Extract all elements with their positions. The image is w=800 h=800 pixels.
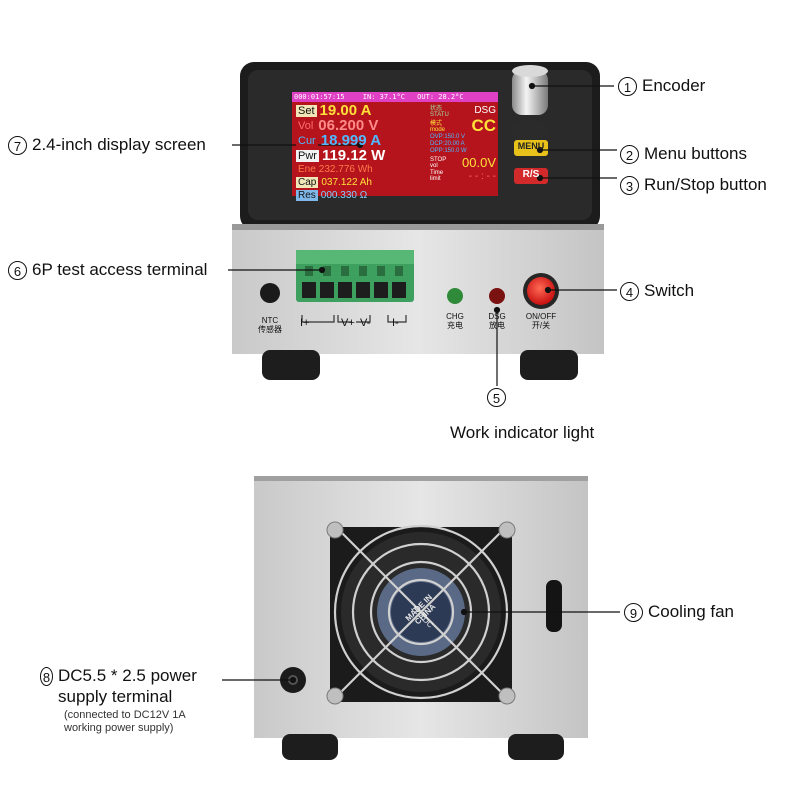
callout-label: 6P test access terminal — [32, 260, 208, 279]
callout-number: 1 — [618, 76, 637, 96]
screen-status-panel: 状态 STATU DSG 模式 mode CC OVP:150.0 V DCP:… — [430, 103, 496, 183]
callout-note: (connected to DC12V 1A working power sup… — [64, 709, 186, 734]
screen-value: 06.200 V — [318, 117, 379, 134]
callout-switch: 4 Switch — [620, 281, 694, 301]
menu-button-label[interactable]: MENU — [517, 141, 545, 151]
callout-label: 2.4-inch display screen — [32, 135, 206, 154]
dsg-led-icon — [489, 288, 505, 304]
screen-key: Cap — [296, 177, 319, 188]
callout-number: 8 — [40, 667, 53, 686]
screen-status-value: DSG — [474, 104, 496, 116]
screen-temp-out: OUT: 28.2°C — [417, 93, 464, 101]
power-switch-icon — [527, 277, 555, 305]
chg-text: CHG — [446, 312, 464, 321]
screen-header: 000:01:57:15 IN: 37.1°C OUT: 28.2°C — [294, 92, 498, 102]
onoff-label: ON/OFF 开/关 — [521, 312, 561, 330]
callout-number: 7 — [8, 135, 27, 155]
screen-dcp: DCP:20.00 A — [430, 141, 465, 147]
screen-time-value: - - : - - — [468, 170, 496, 182]
front-foot-right — [520, 350, 578, 380]
callout-terminal: 6 6P test access terminal — [8, 260, 207, 280]
screen-key: Pwr — [296, 149, 319, 162]
lcd-screen — [292, 92, 498, 196]
callout-label: Switch — [644, 281, 695, 300]
onoff-text: ON/OFF — [525, 312, 557, 321]
screen-key: Set — [296, 104, 317, 117]
screen-value: 000.330 Ω — [320, 190, 368, 201]
ntc-cn-text: 传感器 — [258, 325, 282, 334]
encoder-knob-icon — [512, 70, 548, 115]
callout-indicator-label: Work indicator light — [450, 423, 594, 443]
callout-label: Run/Stop button — [644, 175, 767, 194]
front-foot-left — [262, 350, 320, 380]
callout-label: Menu buttons — [644, 144, 748, 163]
terminal-label-v-plus: V+ — [341, 317, 355, 329]
terminal-label-v-minus: V- — [360, 317, 371, 329]
dsg-label: DSG 放电 — [482, 312, 512, 330]
screen-mode-label: 模式 mode — [430, 121, 446, 133]
callout-display: 7 2.4-inch display screen — [8, 135, 206, 155]
screen-value: 037.122 Ah — [321, 177, 372, 188]
terminal-label-i-plus: I+ — [300, 317, 310, 329]
screen-key: Vol — [296, 119, 316, 132]
screen-temp-in: IN: 37.1°C — [362, 93, 405, 101]
screen-opp: OPP:150.0 W — [430, 148, 467, 154]
screen-time-label: Time limit — [430, 170, 444, 182]
callout-label: Cooling fan — [648, 602, 735, 621]
callout-indicator-number: 5 — [487, 388, 511, 407]
callout-number: 2 — [620, 144, 639, 164]
screen-key: Cur — [296, 134, 318, 147]
callout-label: Encoder — [642, 76, 706, 95]
callout-number: 9 — [624, 602, 643, 622]
callout-label: Work indicator light — [450, 423, 595, 442]
screen-stop-value: 00.0V — [462, 155, 496, 170]
screen-key: Res — [296, 190, 318, 201]
screen-time: 000:01:57:15 — [294, 93, 345, 101]
dsg-cn-text: 放电 — [489, 321, 505, 330]
callout-label: DC5.5 * 2.5 power supply terminal — [58, 666, 197, 706]
callout-menu-buttons: 2 Menu buttons — [620, 144, 747, 164]
callout-number: 5 — [487, 388, 506, 407]
chg-led-icon — [447, 288, 463, 304]
screen-status-label: 状态 STATU — [430, 105, 449, 118]
screen-key: Ene — [298, 164, 316, 175]
chg-label: CHG 充电 — [440, 312, 470, 330]
callout-number: 6 — [8, 260, 27, 280]
ntc-label: NTC 传感器 — [250, 316, 290, 334]
callout-number: 4 — [620, 281, 639, 301]
dsg-text: DSG — [488, 312, 506, 321]
screen-value: 19.00 A — [319, 102, 372, 119]
ntc-jack-icon — [260, 283, 280, 303]
screen-value: 18.999 A — [320, 132, 382, 149]
ntc-text: NTC — [261, 316, 279, 325]
screen-stop-label: STOP vol — [430, 156, 447, 169]
screen-mode-value: CC — [471, 115, 496, 135]
callout-number: 3 — [620, 175, 639, 195]
callout-encoder: 1 Encoder — [618, 76, 705, 96]
terminal-label-i-minus: I- — [392, 317, 399, 329]
encoder-base — [511, 120, 549, 140]
chg-cn-text: 充电 — [447, 321, 463, 330]
callout-run-stop: 3 Run/Stop button — [620, 175, 767, 195]
callout-power-terminal: 8 DC5.5 * 2.5 power supply terminal (con… — [40, 665, 225, 735]
run-stop-button-label[interactable]: R/S — [522, 169, 540, 180]
screen-readings: Set 19.00 A Vol 06.200 V Cur 18.999 A Pw… — [296, 102, 428, 202]
screen-ovp: OVP:150.0 V — [430, 134, 466, 140]
rear-slot — [546, 580, 562, 632]
onoff-cn-text: 开/关 — [531, 321, 551, 330]
callout-cooling-fan: 9 Cooling fan — [624, 602, 734, 622]
screen-value: 232.776 Wh — [318, 164, 373, 175]
screen-value: 119.12 W — [321, 147, 386, 164]
